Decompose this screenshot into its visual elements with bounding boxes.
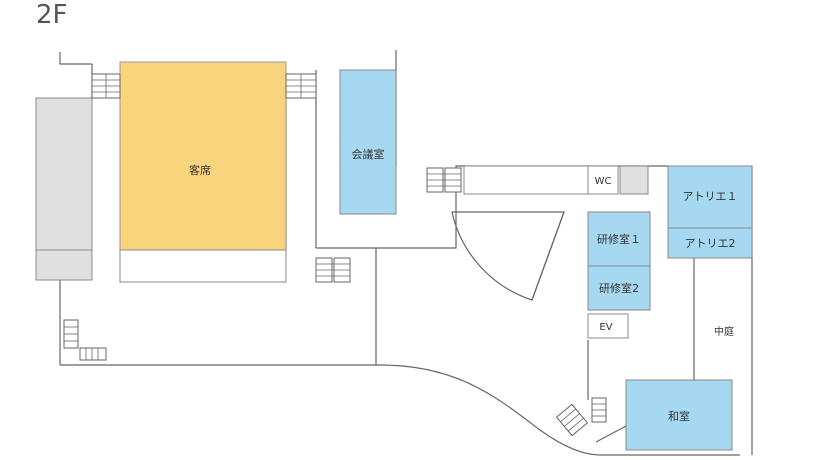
stairs-icon [555, 403, 589, 437]
training-room2-label: 研修室2 [599, 281, 639, 295]
audience-seats-label: 客席 [189, 163, 211, 177]
training-room2 [587, 265, 651, 311]
stairs-icon [426, 167, 462, 193]
atelier1-room [667, 165, 753, 229]
japanese-room-label: 和室 [668, 409, 690, 423]
courtyard-label: 中庭 [714, 325, 734, 338]
elevator [587, 313, 629, 339]
stairs-icon [315, 257, 351, 283]
ev-label: EV [599, 322, 612, 333]
stage-room [35, 97, 93, 251]
japanese-room [625, 379, 733, 451]
corridor [463, 165, 589, 195]
training-room1 [587, 211, 651, 267]
wc-room [587, 165, 619, 195]
training-room1-label: 研修室１ [597, 232, 641, 246]
stairs-icon [91, 73, 121, 99]
atelier2-label: アトリエ2 [685, 237, 736, 250]
meeting-room [339, 69, 397, 215]
stairs-icon [285, 73, 317, 99]
floor-label: 2F [36, 0, 68, 30]
audience-foyer [119, 249, 287, 283]
audience-seats-room [119, 61, 287, 251]
wc-label: WC [595, 176, 612, 187]
stairs-icon [63, 319, 79, 349]
stairs-icon [591, 397, 607, 423]
atelier2-room [667, 227, 753, 259]
wc-gray-room [619, 165, 649, 195]
stairs-icon [79, 347, 107, 361]
stage-lower [35, 249, 93, 281]
meeting-room-label: 会議室 [352, 147, 385, 161]
atelier1-label: アトリエ１ [683, 190, 738, 203]
